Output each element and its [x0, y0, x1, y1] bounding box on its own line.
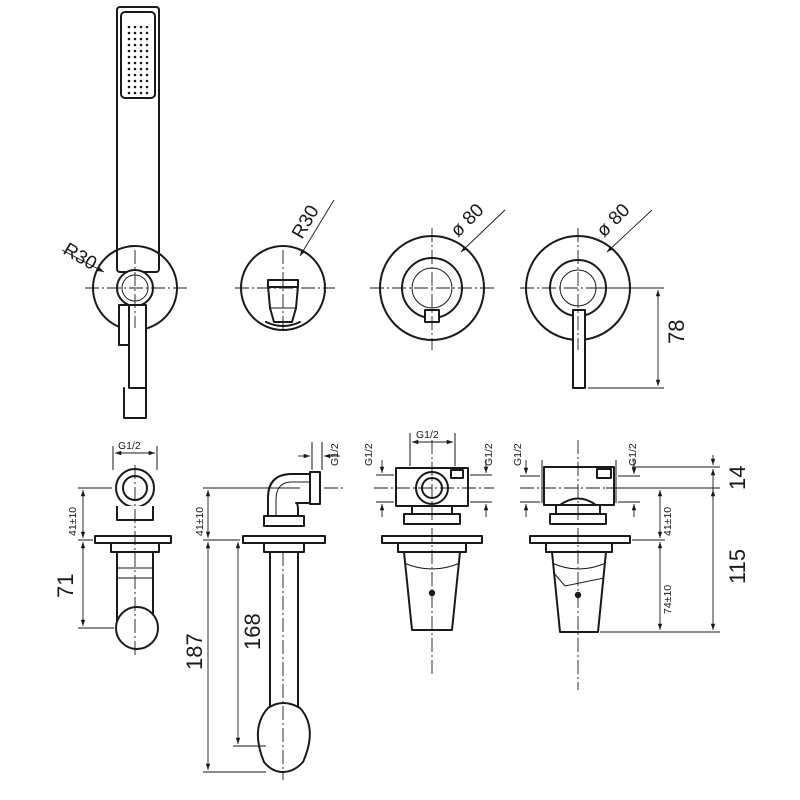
mixer-top-view: ø 80 78 — [520, 200, 689, 389]
diverter-thread-right-label: G1/2 — [483, 443, 495, 466]
diverter-thread-top-label: G1/2 — [416, 429, 439, 441]
handshower-depth-label: 41±10 — [67, 507, 79, 536]
mixer-side-view: G1/2 G1/2 14 115 41±10 74±10 — [512, 440, 750, 690]
handshower-side-view: G1/2 41±10 71 — [53, 440, 172, 655]
spout-side-view: G1/2 41±10 187 168 — [182, 442, 345, 780]
mixer-body-height-label: 14 — [725, 466, 750, 490]
spout-thread-label: G1/2 — [329, 443, 341, 466]
handshower-thread-label: G1/2 — [118, 440, 141, 452]
diverter-top-view: ø 80 — [370, 200, 506, 350]
diverter-diameter-label: ø 80 — [447, 200, 489, 242]
mixer-total-height-label: 115 — [725, 549, 750, 584]
mixer-thread-right-label: G1/2 — [627, 443, 639, 466]
mixer-lever-height-label: 78 — [664, 320, 689, 344]
diverter-thread-left-label: G1/2 — [363, 443, 375, 466]
mixer-lower-depth-label: 74±10 — [662, 585, 674, 614]
mixer-depth-label: 41±10 — [662, 507, 674, 536]
spout-radius-label: R30 — [288, 202, 324, 243]
mixer-thread-left-label: G1/2 — [512, 443, 524, 466]
spout-depth-label: 41±10 — [194, 507, 206, 536]
spout-height-label: 168 — [240, 613, 265, 650]
handshower-radius-label: R30 — [60, 239, 101, 275]
mixer-diameter-label: ø 80 — [593, 200, 635, 242]
handshower-height-label: 71 — [53, 574, 78, 598]
diverter-side-view: G1/2 G1/2 G1/2 — [363, 429, 495, 675]
handshower-top-view: R30 — [60, 6, 190, 419]
spout-top-view: R30 — [235, 199, 335, 331]
spout-total-height-label: 187 — [182, 633, 207, 670]
